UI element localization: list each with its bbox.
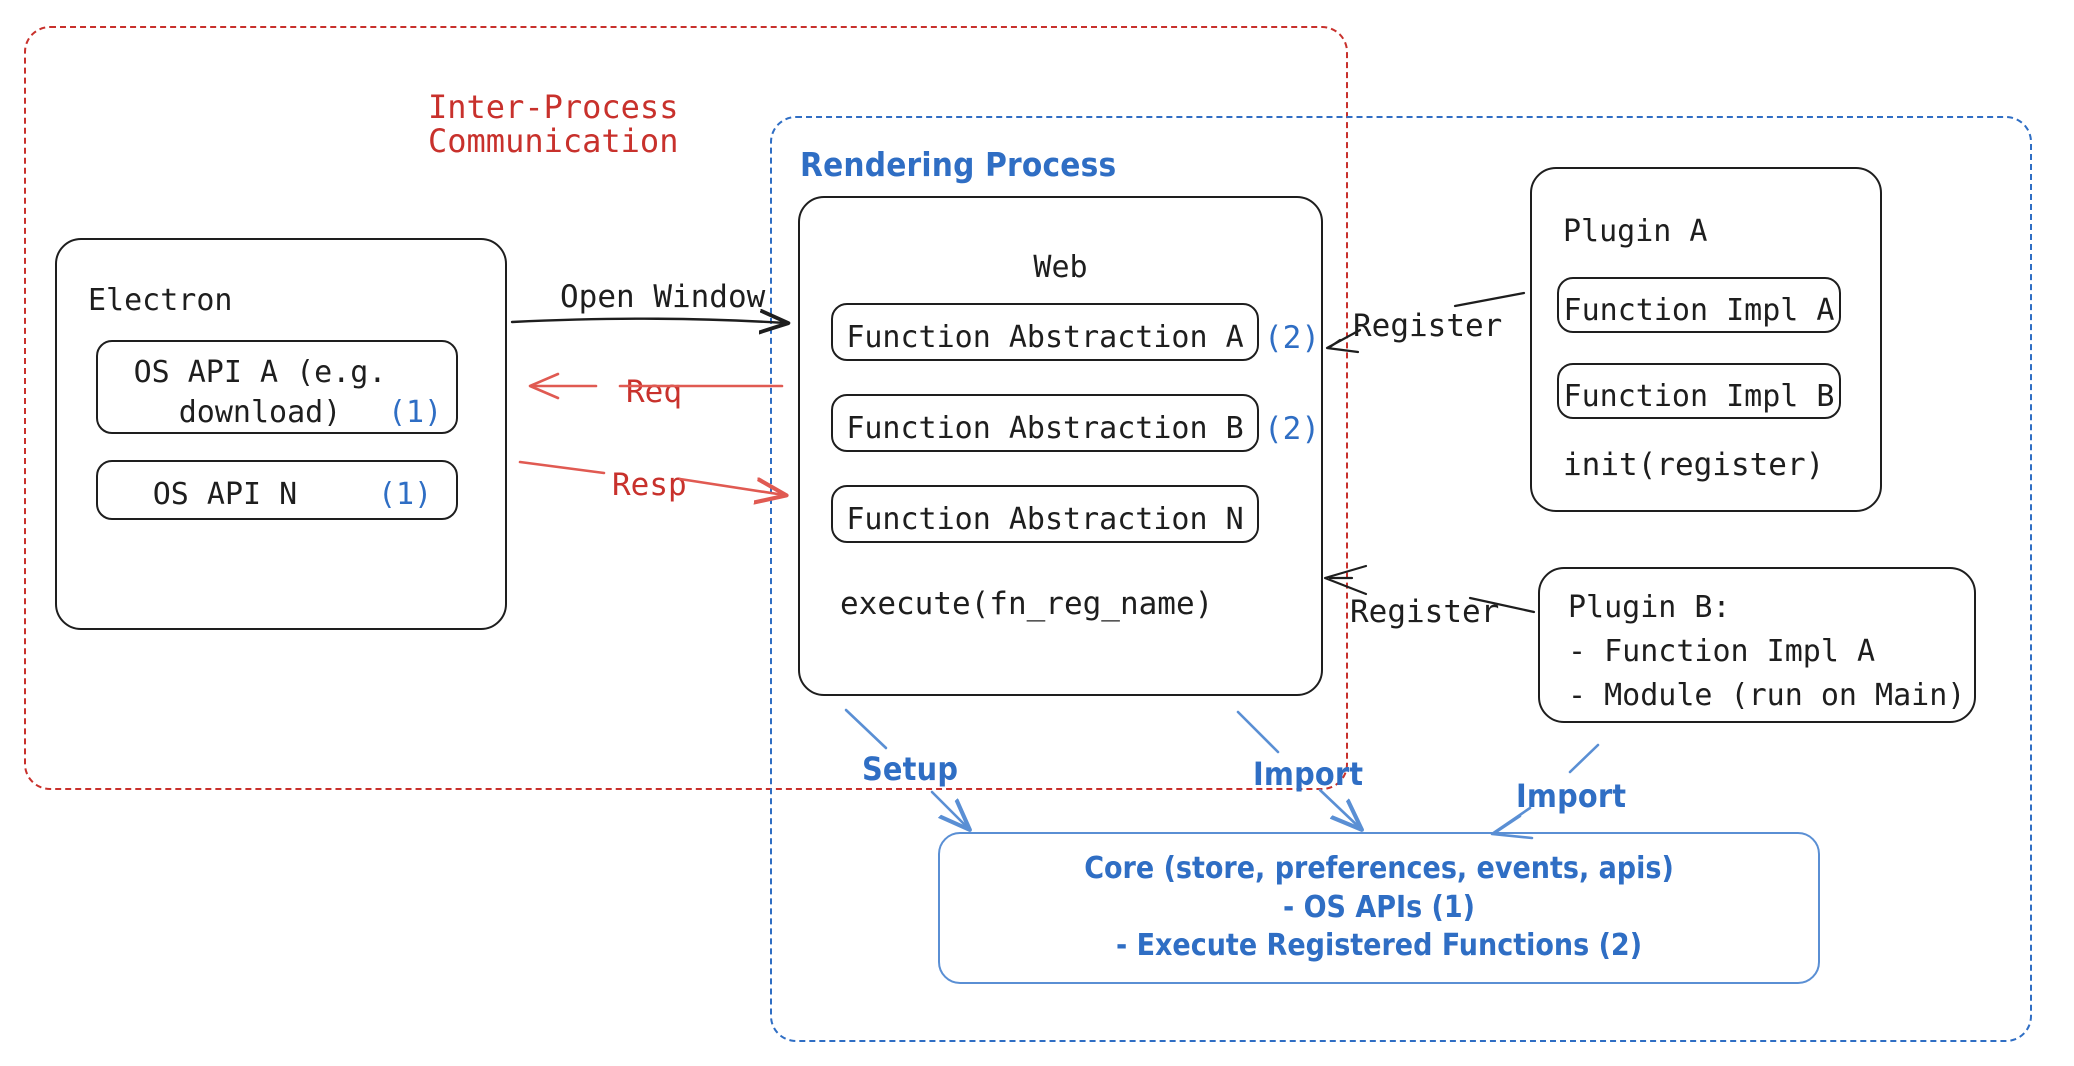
web-execute-method: execute(fn_reg_name) <box>840 586 1214 622</box>
function-abstraction-n-label: Function Abstraction N <box>846 502 1244 537</box>
os-api-n-label: OS API N <box>152 477 298 512</box>
rendering-process-label: Rendering Process <box>800 145 1117 184</box>
os-api-n-marker: (1) <box>378 477 433 512</box>
core-box[interactable]: Core (store, preferences, events, apis) … <box>938 832 1820 984</box>
web-title: Web <box>1033 250 1088 285</box>
edge-label-setup: Setup <box>862 750 959 788</box>
rendering-process-boundary <box>770 116 2032 1042</box>
edge-label-open-window: Open Window <box>560 279 766 315</box>
function-abstraction-a-box[interactable] <box>831 303 1259 361</box>
core-line-3: - Execute Registered Functions (2) <box>1115 928 1643 964</box>
plugin-b-item-module: - Module (run on Main) <box>1568 678 1966 713</box>
electron-title: Electron <box>88 283 233 318</box>
function-abstraction-b-marker: (2) <box>1264 411 1320 447</box>
edge-label-resp: Resp <box>612 467 687 503</box>
function-abstraction-n-box[interactable] <box>831 485 1259 543</box>
os-api-a-marker: (1) <box>388 395 443 430</box>
edge-label-register-plugin-a: Register <box>1353 308 1503 344</box>
edge-label-req: Req <box>626 374 682 410</box>
function-impl-a-label: Function Impl A <box>1563 293 1835 328</box>
os-api-a-label-line1: OS API A (e.g. <box>133 355 387 390</box>
function-abstraction-a-label: Function Abstraction A <box>846 320 1244 355</box>
function-abstraction-b-box[interactable] <box>831 394 1259 452</box>
function-impl-b-label: Function Impl B <box>1563 379 1835 414</box>
plugin-a-title: Plugin A <box>1563 214 1708 249</box>
function-impl-b-box[interactable] <box>1557 363 1841 419</box>
core-line-2: - OS APIs (1) <box>1283 889 1475 925</box>
plugin-a-init-method: init(register) <box>1563 447 1825 483</box>
edge-label-register-plugin-b: Register <box>1350 594 1500 630</box>
ipc-region-label-line2: Communication <box>428 122 679 160</box>
plugin-b-title: Plugin B: <box>1568 590 1731 625</box>
ipc-region-label-line1: Inter-Process <box>428 88 679 126</box>
function-impl-a-box[interactable] <box>1557 277 1841 333</box>
function-abstraction-b-label: Function Abstraction B <box>846 411 1244 446</box>
os-api-a-label-line2: download) <box>178 395 342 430</box>
plugin-b-item-function-impl-a: - Function Impl A <box>1568 634 1876 669</box>
plugin-b-box[interactable] <box>1538 567 1976 723</box>
core-line-1: Core (store, preferences, events, apis) <box>1084 851 1674 887</box>
ipc-region-boundary <box>24 26 1348 790</box>
plugin-a-box[interactable] <box>1530 167 1882 512</box>
edge-label-import-plugin-b: Import <box>1516 777 1627 815</box>
function-abstraction-a-marker: (2) <box>1264 320 1320 356</box>
edge-label-import-web: Import <box>1253 755 1364 793</box>
electron-box[interactable] <box>55 238 507 630</box>
os-api-n-box[interactable] <box>96 460 458 520</box>
os-api-a-box[interactable] <box>96 340 458 434</box>
web-box[interactable] <box>798 196 1323 696</box>
